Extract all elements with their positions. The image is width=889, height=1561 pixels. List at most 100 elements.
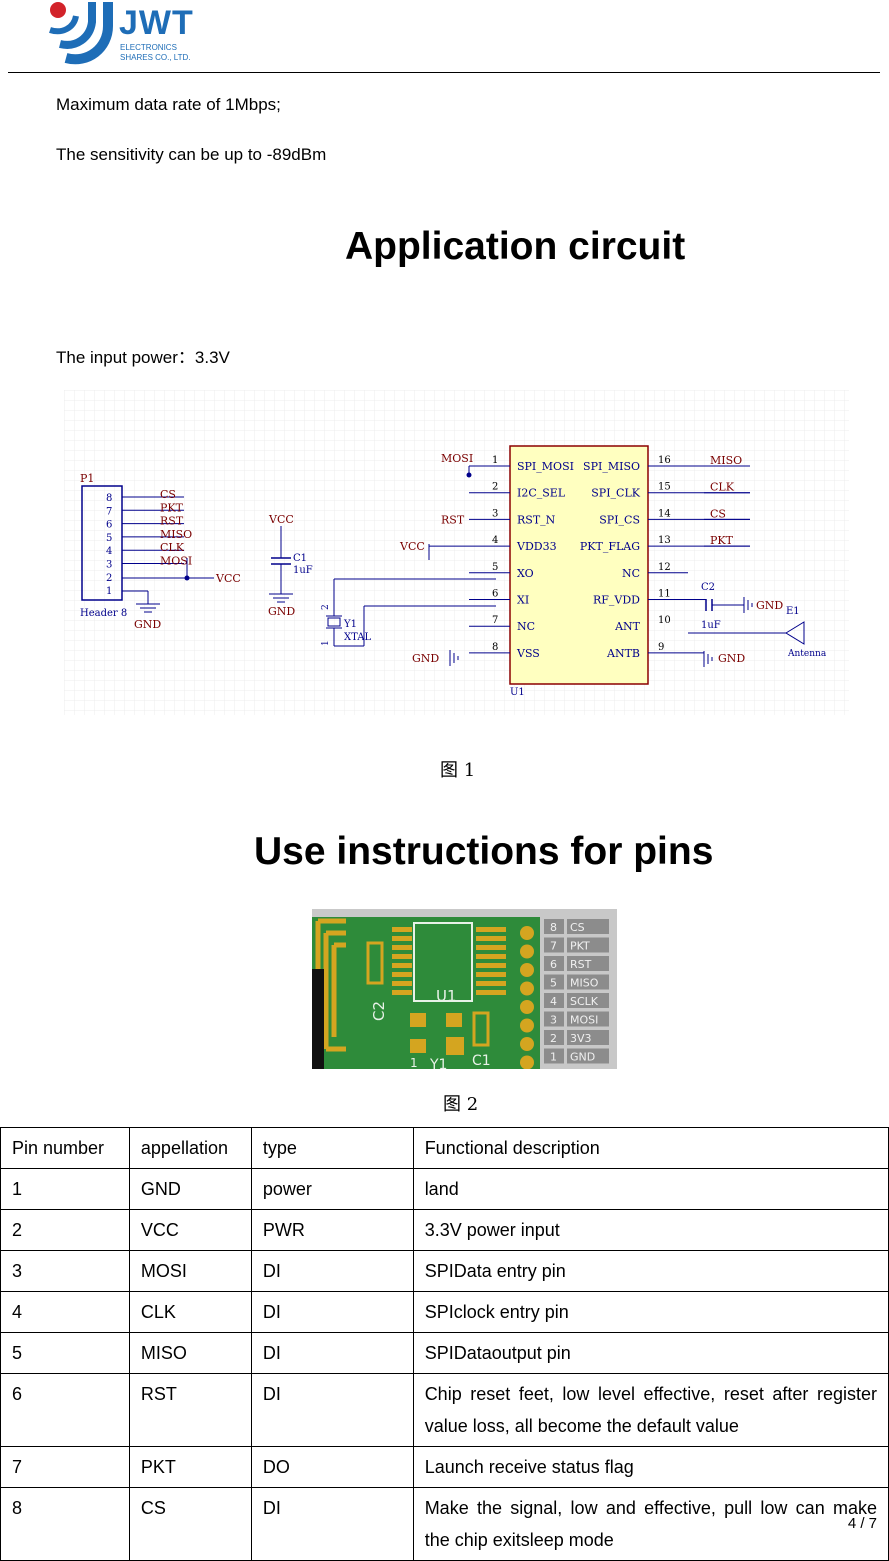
pin-number: 7 <box>550 940 557 953</box>
table-cell: Make the signal, low and effective, pull… <box>412 1487 889 1561</box>
u1-left-pin-number: 1 <box>492 455 498 466</box>
pin-name-box <box>567 1030 609 1045</box>
p1-part-label: Header 8 <box>80 608 127 619</box>
pin-name-box <box>567 956 609 971</box>
table-cell: CLK <box>128 1291 252 1333</box>
logo-subtitle-line1: ELECTRONICS <box>120 43 177 52</box>
c1-label: C1 <box>293 553 307 564</box>
chip-leg-right <box>476 981 506 986</box>
table-cell: MISO <box>128 1332 252 1374</box>
pin-name: CS <box>570 921 585 934</box>
figure-2-caption: 图 2 <box>443 1094 479 1115</box>
u1-right-pin-name: ANTB <box>606 647 640 660</box>
u1-right-net-label: PKT <box>710 534 734 547</box>
data-rate-text: Maximum data rate of 1Mbps; <box>56 95 281 114</box>
company-logo: JWT ELECTRONICS SHARES CO., LTD. <box>46 0 206 70</box>
header-pad <box>520 1000 534 1014</box>
u1-left-pin-number: 2 <box>492 482 498 493</box>
table-cell: SPIDataoutput pin <box>412 1332 889 1374</box>
logo-subtitle-line2: SHARES CO., LTD. <box>120 53 191 62</box>
table-cell: 4 <box>0 1291 130 1333</box>
p1-gnd-label: GND <box>134 618 161 631</box>
figure-1-caption: 图 1 <box>440 760 476 781</box>
u1-right-pin-name: RF_VDD <box>593 594 640 607</box>
column-header: appellation <box>128 1127 252 1169</box>
c2-value: 1uF <box>701 620 721 631</box>
u1-right-pin-number: 16 <box>658 455 671 466</box>
u1-left-pin-number: 3 <box>492 508 498 519</box>
p1-pin-number: 4 <box>106 546 112 557</box>
u1-left-pin-number: 5 <box>492 562 498 573</box>
header-divider <box>8 72 880 73</box>
table-cell: 7 <box>0 1446 130 1488</box>
chip-leg-right <box>476 963 506 968</box>
p1-pin-number: 1 <box>106 586 112 597</box>
column-header: Functional description <box>412 1127 889 1169</box>
pin-name-box <box>567 1011 609 1027</box>
table-cell: 3 <box>0 1250 130 1292</box>
u1-right-pin-number: 13 <box>658 535 671 546</box>
table-cell: power <box>250 1168 414 1210</box>
p1-pin-number: 2 <box>106 573 112 584</box>
pin-number: 4 <box>550 995 557 1008</box>
y1-crystal <box>327 617 341 627</box>
chip-leg-left <box>392 972 412 977</box>
u1-left-pin-name: NC <box>517 620 535 633</box>
table-cell: land <box>412 1168 889 1210</box>
p1-pin-number: 3 <box>106 560 112 571</box>
power-text: The input power：3.3V <box>56 348 230 367</box>
y1-pad4 <box>446 1037 464 1055</box>
table-cell: MOSI <box>128 1250 252 1292</box>
pin-number-box <box>544 1048 564 1064</box>
p1-net-label: PKT <box>160 501 184 514</box>
table-header-row: Pin number appellation type Functional d… <box>0 1127 889 1169</box>
logo-subtitle: ELECTRONICS SHARES CO., LTD. <box>120 43 191 63</box>
pin-number-box <box>544 937 564 953</box>
chip-leg-left <box>392 990 412 995</box>
u1-right-pin-name: SPI_CS <box>599 513 640 526</box>
schematic-grid <box>64 390 849 715</box>
table-cell: CS <box>128 1487 252 1561</box>
pin-number-box <box>544 1011 564 1027</box>
chip-legs <box>392 927 506 995</box>
c1-pads <box>472 1011 490 1047</box>
pin-name: SCLK <box>570 995 599 1008</box>
header-pad <box>520 1018 534 1033</box>
header-pad <box>520 963 534 977</box>
antenna-label: Antenna <box>787 649 827 659</box>
table-cell: GND <box>128 1168 252 1210</box>
p1-pin-number: 8 <box>106 493 112 504</box>
y1-pin1: 1 <box>321 640 331 646</box>
p1-pin-number: 7 <box>106 506 112 517</box>
antenna-icon <box>785 621 805 645</box>
u1-left-pin-number: 4 <box>492 535 498 546</box>
mosi-junction <box>466 472 472 478</box>
p1-vcc-label: VCC <box>215 572 241 585</box>
chip-leg-right <box>476 990 506 995</box>
u1-label: U1 <box>510 687 525 698</box>
u1-right-net-label: CS <box>710 507 726 520</box>
p1-net-label: CLK <box>160 541 185 554</box>
pin-name: GND <box>570 1051 595 1064</box>
table-cell: DI <box>250 1250 414 1292</box>
u1-right-pin-number: 12 <box>658 562 671 573</box>
p1-connector-body <box>81 485 123 601</box>
p1-pin-number: 5 <box>106 533 112 544</box>
table-cell: DI <box>250 1291 414 1333</box>
u1-right-pin-number: 14 <box>658 508 671 519</box>
table-cell: Launch receive status flag <box>412 1446 889 1488</box>
table-cell: RST <box>128 1373 252 1447</box>
e1-label: E1 <box>786 606 800 617</box>
u1-silkscreen <box>413 922 473 1002</box>
table-cell: 2 <box>0 1209 130 1251</box>
pin-number: 2 <box>550 1032 557 1045</box>
silk-y1: Y1 <box>429 1057 447 1069</box>
table-cell: DI <box>250 1487 414 1561</box>
